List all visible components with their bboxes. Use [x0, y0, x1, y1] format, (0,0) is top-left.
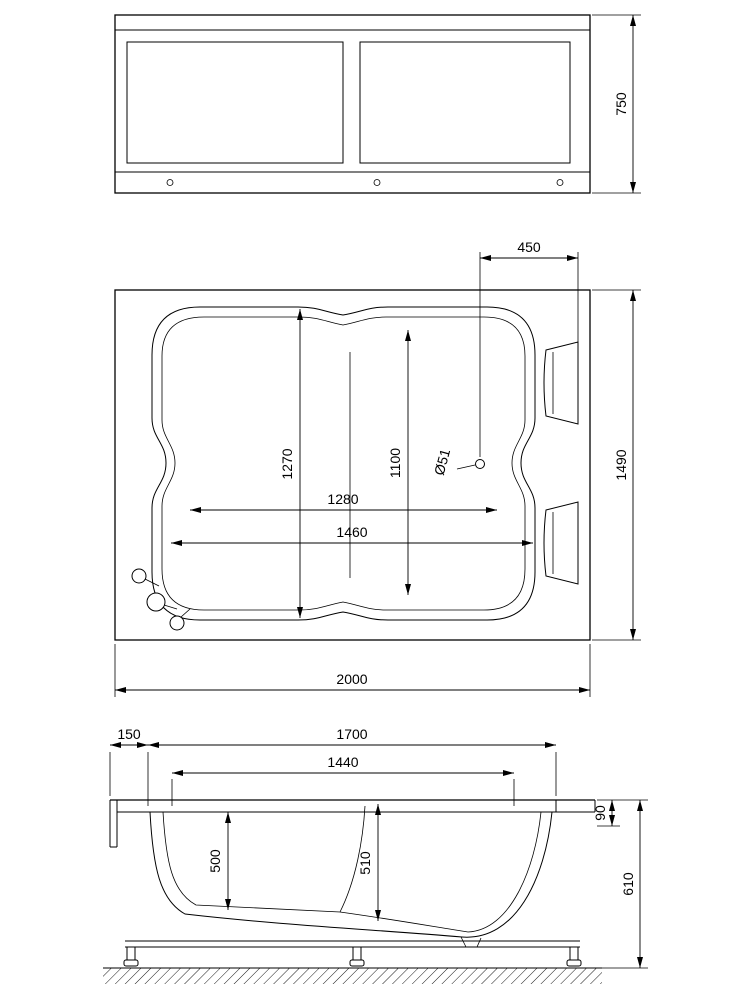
dim-text-750: 750	[613, 92, 629, 116]
dim-overall-width: 1490	[592, 289, 641, 641]
plan-view: Ø51 450 1490 1270 1100 1280	[114, 239, 641, 697]
front-view: 750	[114, 14, 641, 194]
dim-text-2000: 2000	[336, 671, 367, 687]
front-right-panel	[359, 41, 571, 164]
screw-hole-center	[373, 179, 381, 186]
dim-text-1700: 1700	[336, 726, 367, 742]
dim-ledge: 150	[109, 726, 149, 806]
dim-top-length: 1700	[148, 726, 557, 796]
tub-rim-outer	[151, 306, 536, 621]
dim-text-1270: 1270	[279, 448, 295, 479]
side-view: 150 1700 1440 90 610	[103, 726, 648, 984]
dim-basin-length-outer: 1460	[171, 524, 533, 546]
drain-stub	[460, 936, 482, 948]
dim-depth-right: 510	[357, 804, 381, 921]
dim-basin-width-outer: 1270	[279, 309, 303, 618]
dim-text-90: 90	[592, 805, 608, 821]
dim-text-1280: 1280	[327, 491, 358, 507]
tub-rim-inner	[161, 316, 526, 611]
dim-text-1460: 1460	[336, 524, 367, 540]
front-left-panel	[126, 41, 344, 164]
dim-text-1440: 1440	[327, 754, 358, 770]
dim-depth-left: 500	[207, 812, 231, 910]
dim-text-610: 610	[620, 872, 636, 896]
tub-basin-inner	[162, 811, 542, 933]
headrest-upper	[543, 341, 579, 425]
dim-overall-length: 2000	[114, 644, 591, 697]
dim-text-1100: 1100	[387, 448, 403, 478]
dim-text-1490: 1490	[613, 449, 629, 480]
dim-basin-width-inner: 1100	[387, 330, 411, 595]
drain-leader-line	[456, 464, 476, 470]
screw-hole-right	[556, 179, 564, 186]
dim-inner-length: 1440	[171, 754, 515, 806]
ground-hatch	[103, 967, 602, 984]
dim-text-drain: Ø51	[431, 447, 453, 477]
plan-outline	[114, 289, 591, 641]
tub-shell-outer	[149, 811, 553, 938]
support-frame	[123, 940, 582, 967]
headrest-lower	[543, 501, 579, 585]
dim-text-500: 500	[207, 849, 223, 873]
screw-hole-left	[166, 179, 174, 186]
dim-basin-length-inner: 1280	[190, 491, 497, 513]
dim-front-height: 750	[592, 14, 641, 194]
dim-drain-offset: 450	[479, 239, 579, 457]
faucet-fittings	[131, 568, 191, 631]
dim-overall-height: 610	[597, 800, 648, 969]
drain-hole	[475, 459, 485, 469]
basin-divider	[339, 805, 366, 913]
dim-text-510: 510	[357, 851, 373, 875]
dim-text-150: 150	[117, 726, 141, 742]
dim-text-450: 450	[517, 239, 541, 255]
